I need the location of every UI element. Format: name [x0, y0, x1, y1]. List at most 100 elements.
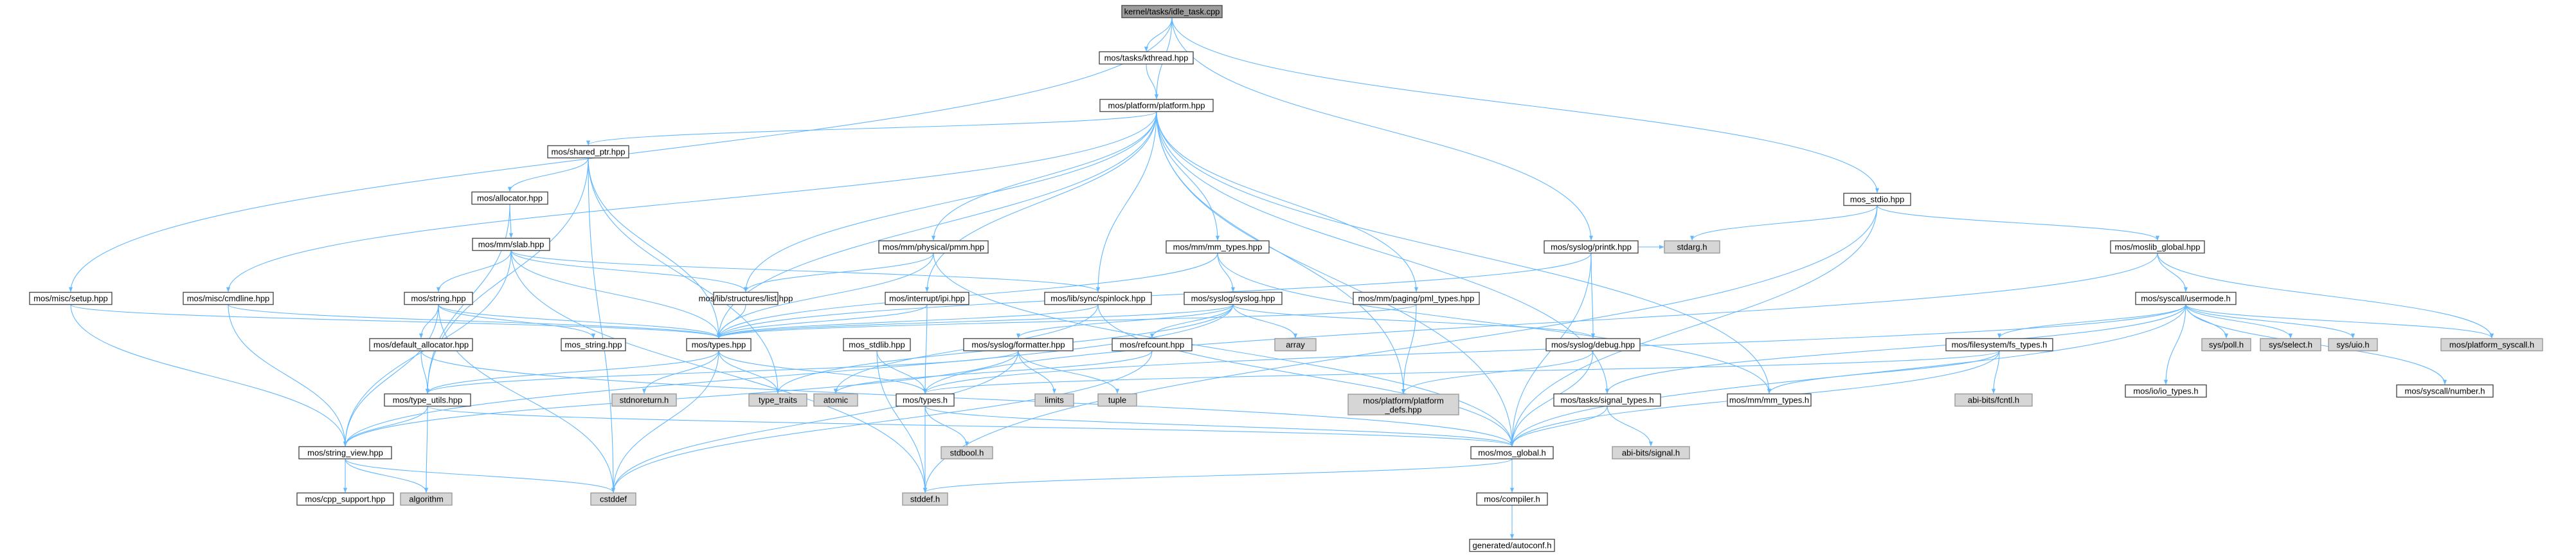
graph-node-types-h[interactable]: mos/types.h — [896, 393, 955, 407]
node-box — [902, 492, 948, 506]
node-label: mos_string.hpp — [565, 340, 622, 350]
graph-node-atomic[interactable]: atomic — [813, 393, 858, 407]
node-box — [1843, 192, 1911, 206]
graph-node-stdarg[interactable]: stdarg.h — [1664, 240, 1720, 254]
edge-cmdline-to-types-hpp — [228, 304, 721, 339]
graph-node-setup[interactable]: mos/misc/setup.hpp — [29, 291, 113, 305]
node-label: mos/shared_ptr.hpp — [552, 147, 626, 157]
graph-node-limits[interactable]: limits — [1034, 393, 1074, 407]
graph-node-type-utils[interactable]: mos/type_utils.hpp — [384, 393, 471, 407]
graph-node-sys-poll[interactable]: sys/poll.h — [2201, 338, 2251, 352]
node-label: mos/compiler.h — [1484, 495, 1540, 504]
graph-node-spinlock[interactable]: mos/lib/sync/spinlock.hpp — [1044, 291, 1152, 305]
graph-node-cstddef[interactable]: cstddef — [590, 492, 636, 506]
graph-node-sys-uio[interactable]: sys/uio.h — [2328, 338, 2378, 352]
graph-node-platform[interactable]: mos/platform/platform.hpp — [1099, 98, 1214, 113]
node-box — [29, 291, 113, 305]
edge-slab-to-list — [510, 250, 748, 293]
graph-node-platform-defs[interactable]: mos/platform/platform_defs.hpp — [1347, 394, 1459, 415]
graph-node-shared-ptr[interactable]: mos/shared_ptr.hpp — [547, 145, 629, 159]
edge-syslog-to-string-view — [343, 304, 1234, 447]
graph-node-compiler[interactable]: mos/compiler.h — [1476, 492, 1548, 506]
node-label: mos/cpp_support.hpp — [305, 495, 385, 504]
node-label: generated/autoconf.h — [1473, 541, 1552, 550]
graph-node-mos-stdio[interactable]: mos_stdio.hpp — [1843, 192, 1911, 206]
node-label: type_traits — [759, 396, 797, 405]
edge-ipi-to-types-hpp — [717, 304, 928, 339]
graph-node-refcount[interactable]: mos/refcount.hpp — [1112, 338, 1193, 352]
edge-platform-to-ipi — [924, 111, 1157, 293]
graph-node-debug[interactable]: mos/syslog/debug.hpp — [1545, 338, 1641, 352]
graph-node-abi-signal[interactable]: abi-bits/signal.h — [1612, 446, 1690, 460]
graph-node-usermode[interactable]: mos/syscall/usermode.h — [2135, 291, 2237, 305]
node-label: sys/select.h — [2269, 340, 2312, 350]
graph-node-array[interactable]: array — [1274, 338, 1317, 352]
node-box — [2135, 291, 2237, 305]
graph-node-moslib-global[interactable]: mos/moslib_global.hpp — [2110, 240, 2205, 254]
graph-node-string-view[interactable]: mos/string_view.hpp — [298, 446, 392, 460]
node-label: mos/type_utils.hpp — [393, 396, 462, 405]
edge-refcount-to-cstddef — [611, 350, 1153, 493]
edge-fs-types-to-mm-types-h — [1767, 350, 2000, 394]
graph-node-type-traits[interactable]: type_traits — [748, 393, 807, 407]
graph-node-idle-task[interactable]: kernel/tasks/idle_task.cpp — [1121, 5, 1223, 19]
graph-node-stdbool[interactable]: stdbool.h — [941, 446, 993, 460]
graph-node-stddef[interactable]: stddef.h — [902, 492, 948, 506]
edge-pmm-to-list — [743, 253, 934, 293]
graph-node-sys-select[interactable]: sys/select.h — [2260, 338, 2321, 352]
graph-node-platform-syscall[interactable]: mos/platform_syscall.h — [2440, 338, 2543, 352]
edge-debug-to-platform-defs — [1401, 350, 1594, 394]
node-label: mos/platform_syscall.h — [2449, 340, 2534, 350]
graph-node-fs-types[interactable]: mos/filesystem/fs_types.h — [1945, 338, 2053, 352]
graph-node-mos-string[interactable]: mos_string.hpp — [561, 338, 626, 352]
node-box — [1469, 538, 1555, 552]
node-label: mos/string_view.hpp — [307, 448, 383, 458]
node-label: tuple — [1108, 396, 1126, 405]
edge-syslog-to-array — [1232, 304, 1298, 339]
graph-node-kthread[interactable]: mos/tasks/kthread.hpp — [1099, 51, 1194, 65]
graph-node-printk[interactable]: mos/syslog/printk.hpp — [1544, 240, 1639, 254]
graph-node-pmm[interactable]: mos/mm/physical/pmm.hpp — [878, 240, 989, 254]
graph-node-algorithm[interactable]: algorithm — [400, 492, 453, 506]
graph-node-cpp-support[interactable]: mos/cpp_support.hpp — [296, 492, 394, 506]
edge-moslib-global-to-platform-syscall — [2157, 253, 2494, 339]
node-box — [400, 492, 453, 506]
graph-node-string-hpp[interactable]: mos/string.hpp — [404, 291, 473, 305]
graph-node-syslog[interactable]: mos/syslog/syslog.hpp — [1184, 291, 1283, 305]
graph-node-types-hpp[interactable]: mos/types.hpp — [686, 338, 752, 352]
graph-node-abi-fcntl[interactable]: abi-bits/fcntl.h — [1954, 393, 2033, 407]
graph-node-stdnoreturn[interactable]: stdnoreturn.h — [611, 393, 677, 407]
node-label: mos/filesystem/fs_types.h — [1952, 340, 2048, 350]
node-box — [471, 191, 548, 205]
graph-node-allocator[interactable]: mos/allocator.hpp — [471, 191, 548, 205]
graph-node-mm-types-h[interactable]: mos/mm/mm_types.h — [1727, 393, 1812, 407]
node-label: mos/types.hpp — [692, 340, 746, 350]
graph-node-formatter[interactable]: mos/syslog/formatter.hpp — [963, 338, 1074, 352]
graph-node-syscall-number[interactable]: mos/syscall/number.h — [2396, 384, 2494, 398]
edge-setup-to-string-view — [70, 304, 348, 447]
graph-node-mos-global[interactable]: mos/mos_global.h — [1470, 446, 1554, 460]
graph-node-autoconf[interactable]: generated/autoconf.h — [1469, 538, 1555, 552]
graph-node-tuple[interactable]: tuple — [1097, 393, 1137, 407]
graph-node-cmdline[interactable]: mos/misc/cmdline.hpp — [183, 291, 274, 305]
graph-node-list[interactable]: mos/lib/structures/list.hpp — [699, 291, 793, 305]
edge-mos-stdlib-to-types-h — [876, 350, 928, 394]
graph-node-ipi[interactable]: mos/interrupt/ipi.hpp — [885, 291, 969, 305]
edge-signal-types-to-abi-signal — [1607, 406, 1653, 447]
node-label: stdbool.h — [950, 448, 984, 458]
graph-node-slab[interactable]: mos/mm/slab.hpp — [472, 237, 550, 251]
edge-platform-to-pml-types — [1156, 111, 1419, 293]
graph-node-io-types[interactable]: mos/io/io_types.h — [2125, 384, 2207, 398]
node-box — [686, 338, 752, 352]
node-box — [611, 393, 677, 407]
graph-node-pml-types[interactable]: mos/mm/paging/pml_types.hpp — [1353, 291, 1480, 305]
node-label: mos/syslog/formatter.hpp — [971, 340, 1065, 350]
graph-node-mm-types-hpp[interactable]: mos/mm/mm_types.hpp — [1166, 240, 1270, 254]
edge-slab-to-spinlock — [510, 250, 1100, 293]
node-label: mos/lib/sync/spinlock.hpp — [1050, 294, 1145, 304]
graph-node-default-alloc[interactable]: mos/default_allocator.hpp — [369, 338, 473, 352]
edge-formatter-to-type-utils — [426, 350, 1019, 394]
graph-node-signal-types[interactable]: mos/tasks/signal_types.h — [1553, 393, 1661, 407]
node-box — [2201, 338, 2251, 352]
graph-node-mos-stdlib[interactable]: mos_stdlib.hpp — [843, 338, 911, 352]
